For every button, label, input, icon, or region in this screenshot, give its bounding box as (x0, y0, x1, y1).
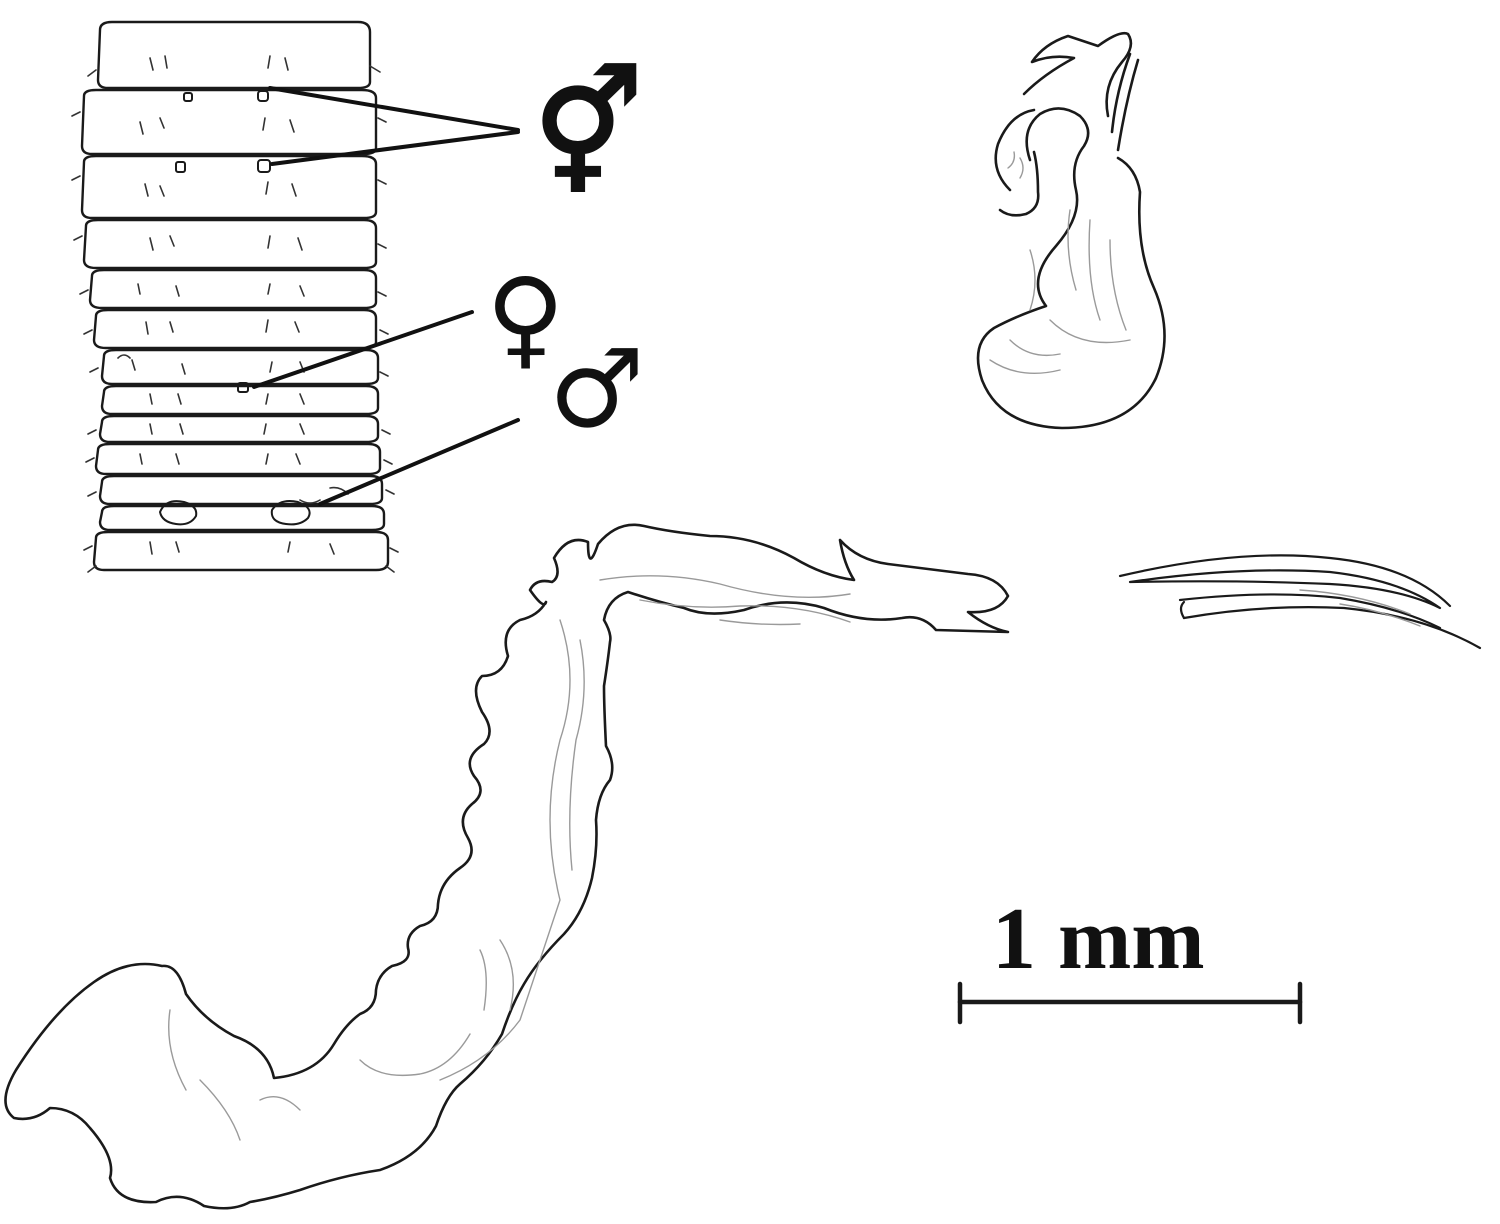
segment-2 (80, 88, 378, 156)
segment-9 (98, 414, 380, 444)
penial-setae-drawing (1118, 554, 1482, 650)
segment-10 (94, 442, 382, 476)
pore-hermaphrodite-right-2 (257, 159, 271, 173)
segment-setae (117, 55, 349, 555)
segment-5 (88, 268, 378, 310)
segment-7 (100, 348, 380, 386)
body-segments (80, 20, 390, 572)
female-symbol: ♀ (486, 255, 565, 381)
pore-female (237, 382, 249, 393)
prostate-gland-drawing (4, 523, 1010, 1210)
male-pore-left (159, 500, 198, 526)
leader-hermaphrodite-2 (270, 130, 520, 166)
spermatheca-shading (989, 151, 1131, 375)
male-pore-right (270, 500, 311, 526)
segment-11 (98, 474, 384, 506)
segment-4 (82, 218, 378, 270)
leader-hermaphrodite-1 (268, 86, 520, 132)
hermaphrodite-symbol: ⚥ (534, 63, 643, 204)
pore-hermaphrodite-left-1 (183, 92, 193, 102)
segment-12 (98, 504, 386, 532)
segment-8 (100, 384, 380, 416)
segment-13 (92, 530, 390, 572)
lateral-setae (71, 65, 399, 573)
genital-pores (159, 90, 311, 526)
scale-bar (957, 981, 1303, 1025)
penial-setae-shading (1299, 589, 1421, 627)
segment-6 (92, 308, 378, 350)
leader-male (318, 418, 520, 506)
pore-hermaphrodite-right-1 (257, 90, 269, 102)
prostate-gland-shading (168, 575, 851, 1141)
segment-3 (80, 154, 378, 220)
scale-bar-label: 1 mm (992, 891, 1205, 988)
male-symbol: ♂ (548, 327, 645, 453)
segment-1 (96, 20, 372, 90)
pore-hermaphrodite-left-2 (175, 161, 186, 173)
leader-lines (252, 86, 520, 506)
spermatheca-drawing (976, 31, 1166, 430)
leader-female (252, 310, 474, 389)
